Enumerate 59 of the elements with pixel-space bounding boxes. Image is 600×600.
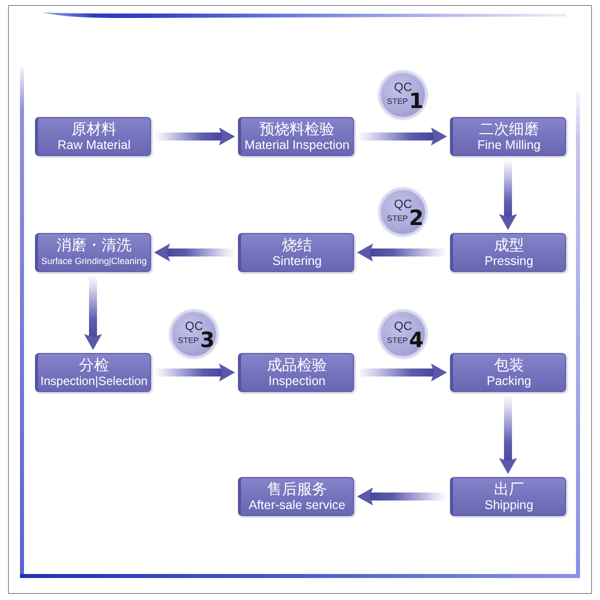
step-title: 成品检验: [267, 357, 327, 374]
step-number: 3: [200, 329, 215, 351]
arrow: [357, 244, 447, 262]
arrow: [154, 244, 235, 262]
arrow: [154, 128, 235, 146]
step-title: 预烧料检验: [260, 121, 334, 138]
process-box: [238, 233, 354, 272]
step-subtitle: Fine Milling: [477, 138, 541, 152]
step-subtitle: Inspection: [268, 374, 326, 388]
step-title: 原材料: [72, 121, 116, 138]
qc-label: QC: [393, 198, 412, 211]
step-subtitle: Shipping: [484, 498, 534, 512]
step-number: 2: [409, 207, 424, 229]
process-box: [238, 353, 354, 392]
process-box: [450, 477, 566, 516]
process-box: [35, 117, 151, 156]
step-subtitle: Raw Material: [58, 138, 130, 152]
process-box: [450, 117, 566, 156]
step-subtitle: After-sale service: [248, 498, 346, 512]
step-subtitle: Inspection|Selection: [40, 374, 148, 388]
step-subtitle: Sintering: [272, 254, 322, 268]
step-subtitle: Material Inspection: [244, 138, 350, 152]
step-title: 消磨・清洗: [56, 237, 132, 254]
arrow: [84, 275, 102, 350]
process-box: [238, 117, 354, 156]
process-box: [238, 477, 354, 516]
step-title: 售后服务: [267, 481, 327, 498]
arrow: [357, 128, 447, 146]
process-box: [35, 353, 151, 392]
arrow: [154, 364, 235, 382]
step-subtitle: Surface Grinding|Cleaning: [41, 255, 147, 268]
step-title: 分检: [79, 357, 109, 374]
step-number: 4: [409, 329, 424, 351]
process-box: [450, 353, 566, 392]
step-label: STEP: [178, 336, 199, 345]
qc-label: QC: [393, 81, 412, 94]
step-label: STEP: [387, 336, 408, 345]
process-box: [35, 233, 151, 272]
qc-badge: [170, 310, 218, 358]
step-subtitle: Packing: [486, 374, 532, 388]
step-label: STEP: [387, 214, 408, 223]
qc-badge: [379, 71, 427, 119]
qc-label: QC: [393, 320, 412, 333]
step-label: STEP: [387, 97, 408, 106]
step-title: 烧结: [282, 237, 312, 254]
process-box: [450, 233, 566, 272]
step-title: 包装: [494, 357, 524, 374]
step-subtitle: Pressing: [484, 254, 534, 268]
step-number: 1: [409, 90, 424, 112]
step-title: 出厂: [494, 481, 524, 498]
qc-label: QC: [184, 320, 203, 333]
step-title: 二次细磨: [479, 121, 539, 138]
step-title: 成型: [494, 237, 524, 254]
qc-badge: [379, 188, 427, 236]
qc-badge: [379, 310, 427, 358]
arrow: [357, 364, 447, 382]
arrow: [357, 488, 447, 506]
arrow: [499, 159, 517, 230]
arrow: [499, 395, 517, 474]
